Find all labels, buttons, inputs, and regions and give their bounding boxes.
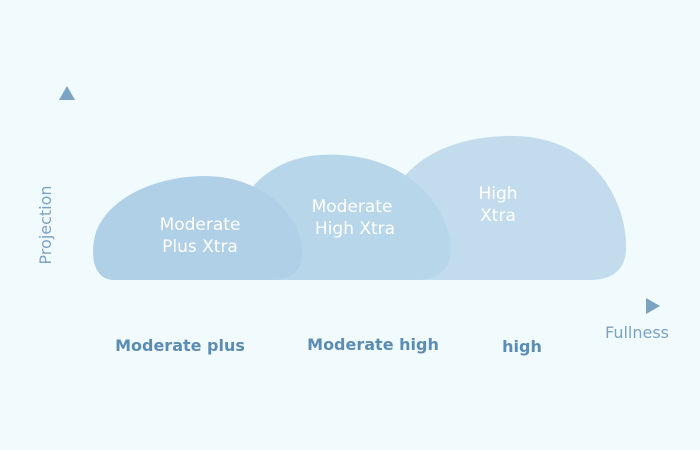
shape-label-line1: Moderate	[160, 215, 241, 235]
category-label-moderate-high: Moderate high	[307, 335, 439, 354]
category-label-moderate-plus: Moderate plus	[115, 336, 245, 355]
y-axis-label: Projection	[36, 185, 55, 264]
x-axis-label: Fullness	[605, 323, 669, 342]
y-axis-arrow-icon	[59, 86, 75, 100]
shape-label-line1: Moderate	[312, 197, 393, 217]
shape-label-line1: High	[478, 184, 517, 204]
shape-label-line2: High Xtra	[315, 219, 395, 239]
shape-label-line2: Xtra	[480, 206, 516, 226]
shape-moderate-plus-xtra	[93, 176, 303, 280]
shape-label-line2: Plus Xtra	[162, 237, 238, 257]
category-label-high: high	[502, 337, 542, 356]
x-axis-arrow-icon	[646, 298, 660, 314]
